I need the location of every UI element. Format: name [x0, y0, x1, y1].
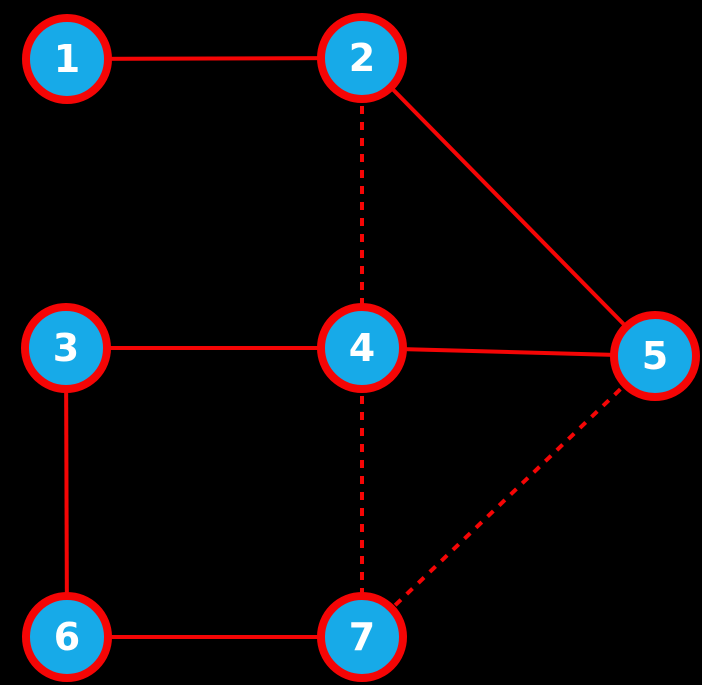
node-circle-4[interactable]: [317, 303, 407, 393]
node-3[interactable]: 3: [21, 303, 111, 393]
node-circle-2[interactable]: [317, 13, 407, 103]
edge-4-5-solid: [361, 346, 656, 358]
node-circle-5[interactable]: [610, 311, 700, 401]
edge-5-7-dashed: [360, 354, 657, 639]
edge-1-2-solid: [66, 56, 363, 61]
node-7[interactable]: 7: [317, 592, 407, 682]
node-circle-3[interactable]: [21, 303, 111, 393]
node-6[interactable]: 6: [22, 592, 112, 682]
node-circle-6[interactable]: [22, 592, 112, 682]
node-circle-7[interactable]: [317, 592, 407, 682]
node-5[interactable]: 5: [610, 311, 700, 401]
node-2[interactable]: 2: [317, 13, 407, 103]
edge-3-6-solid: [64, 347, 69, 638]
node-4[interactable]: 4: [317, 303, 407, 393]
node-circle-1[interactable]: [22, 14, 112, 104]
edge-2-5-solid: [360, 56, 657, 358]
node-1[interactable]: 1: [22, 14, 112, 104]
